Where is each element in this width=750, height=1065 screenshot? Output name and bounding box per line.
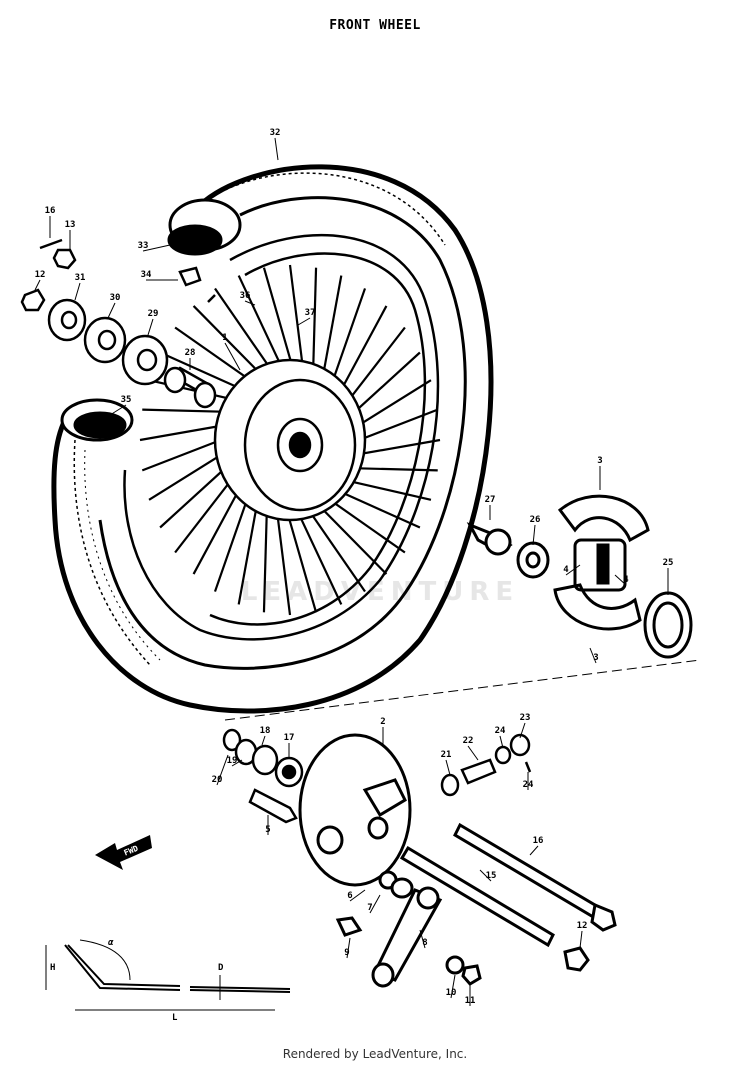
hub[interactable]: [213, 358, 367, 522]
callout-leaders: [34, 137, 669, 1006]
tire-cut-left: [60, 398, 134, 442]
callout-number[interactable]: 25: [663, 558, 674, 568]
callout-number[interactable]: 10: [446, 988, 457, 998]
axis-line: [224, 659, 701, 721]
callout-leader: [499, 735, 504, 749]
callout-number[interactable]: 34: [141, 270, 152, 280]
callout-number[interactable]: 6: [347, 891, 352, 901]
valve-stem[interactable]: [178, 266, 202, 287]
callout-number[interactable]: 12: [35, 270, 46, 280]
callout-leader: [479, 869, 492, 882]
callout-number[interactable]: 1: [222, 333, 227, 343]
callout-number[interactable]: 5: [265, 825, 270, 835]
callout-number[interactable]: 36: [240, 291, 251, 301]
callout-number[interactable]: 37: [305, 308, 316, 318]
callout-leader: [369, 894, 381, 914]
callout-number[interactable]: 32: [270, 128, 281, 138]
callout-number[interactable]: 19: [227, 756, 238, 766]
callout-number[interactable]: 3: [597, 456, 602, 466]
callout-leader: [579, 930, 583, 949]
callout-number[interactable]: 15: [486, 871, 497, 881]
callout-leader: [529, 845, 539, 856]
callout-number[interactable]: 22: [463, 736, 474, 746]
angle-label: α: [108, 938, 114, 948]
callout-leader: [297, 317, 311, 326]
callout-leader: [147, 318, 154, 336]
callout-leader: [74, 282, 81, 301]
callout-number[interactable]: 28: [185, 348, 196, 358]
callout-number[interactable]: 4: [563, 565, 569, 575]
callout-number[interactable]: 30: [110, 293, 121, 303]
footer-credit: Rendered by LeadVenture, Inc.: [282, 1047, 468, 1061]
callout-leader: [224, 342, 241, 371]
callout-number[interactable]: 13: [65, 220, 76, 230]
callout-number[interactable]: 8: [422, 938, 427, 948]
callout-leader: [419, 929, 426, 949]
callout-leader: [614, 574, 627, 586]
callout-leader: [34, 279, 41, 291]
callout-number[interactable]: 12: [577, 921, 588, 931]
callout-number[interactable]: 35: [121, 395, 132, 405]
callout-leader: [445, 759, 451, 776]
callout-number[interactable]: 17: [284, 733, 295, 743]
callout-leader: [519, 722, 526, 739]
callout-leader: [450, 974, 456, 999]
callout-number[interactable]: 16: [533, 836, 544, 846]
callout-leader: [216, 754, 229, 786]
callout-leader: [274, 137, 279, 161]
callout-number[interactable]: 27: [485, 495, 496, 505]
callout-leader: [261, 735, 266, 746]
callout-number[interactable]: 20: [212, 775, 223, 785]
brake-panel[interactable]: [298, 733, 412, 887]
callout-leader: [107, 302, 116, 319]
diagram-title: FRONT WHEEL: [329, 18, 421, 33]
diameter-label: D: [218, 963, 224, 973]
callout-number[interactable]: 31: [75, 273, 86, 283]
callout-number[interactable]: 21: [441, 750, 452, 760]
rim[interactable]: [123, 233, 440, 641]
axle-parts-upper-left[interactable]: [20, 238, 217, 409]
torque-link-spec-drawing: [45, 939, 291, 1011]
length-label: L: [172, 1013, 178, 1023]
callout-leader: [231, 759, 243, 767]
front-axle[interactable]: [399, 822, 617, 972]
callout-leader: [589, 647, 597, 664]
callout-leader: [142, 244, 171, 252]
brake-shoe-assembly[interactable]: [466, 494, 693, 659]
callout-leader: [532, 524, 536, 546]
forward-direction-arrow: FWD: [95, 835, 152, 870]
callout-number[interactable]: 7: [367, 903, 372, 913]
callout-leader: [244, 300, 256, 306]
callout-leader: [467, 745, 479, 761]
brake-cam-adjuster[interactable]: [440, 733, 532, 797]
callout-leader: [565, 564, 581, 576]
callout-number[interactable]: 18: [260, 726, 271, 736]
callout-number[interactable]: 29: [148, 309, 159, 319]
callout-number[interactable]: 24: [523, 780, 534, 790]
callout-leader: [109, 404, 127, 416]
callout-number[interactable]: 11: [465, 996, 476, 1006]
callout-number[interactable]: 2: [380, 717, 385, 727]
callout-number[interactable]: 3: [593, 653, 598, 663]
tire-cut-top: [167, 198, 242, 256]
callout-number[interactable]: 16: [45, 206, 56, 216]
callout-leader: [349, 889, 366, 902]
speedometer-gear-parts[interactable]: [222, 728, 304, 824]
callout-number[interactable]: 26: [530, 515, 541, 525]
callout-number[interactable]: 33: [138, 241, 149, 251]
tire[interactable]: [51, 164, 494, 714]
callout-number[interactable]: 24: [495, 726, 506, 736]
callout-number[interactable]: 9: [344, 948, 349, 958]
callout-leader: [346, 937, 351, 959]
callout-number[interactable]: 23: [520, 713, 531, 723]
height-label: H: [50, 963, 55, 973]
callout-number[interactable]: 4: [623, 575, 629, 585]
torque-link[interactable]: [335, 870, 482, 988]
